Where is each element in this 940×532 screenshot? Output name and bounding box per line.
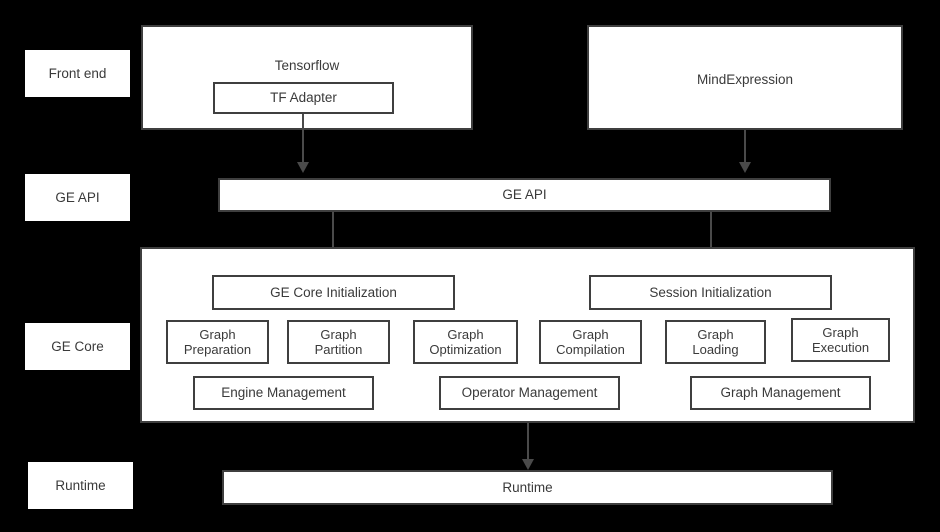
engine-management-box[interactable]: Engine Management xyxy=(193,376,374,410)
operator-management-box[interactable]: Operator Management xyxy=(439,376,620,410)
graph-optimization-box[interactable]: Graph Optimization xyxy=(413,320,518,364)
connector-ge-api-to-session-init-line xyxy=(710,212,712,264)
graph-loading-box[interactable]: Graph Loading xyxy=(665,320,766,364)
graph-compilation-box[interactable]: Graph Compilation xyxy=(539,320,642,364)
tf-adapter-box[interactable]: TF Adapter xyxy=(213,82,394,114)
lane-label-ge-core: GE Core xyxy=(25,323,130,370)
graph-management-box[interactable]: Graph Management xyxy=(690,376,871,410)
lane-label-runtime: Runtime xyxy=(28,462,133,509)
mindexpression-group-title: MindExpression xyxy=(696,72,794,87)
runtime-bar[interactable]: Runtime xyxy=(222,470,833,505)
tensorflow-group[interactable]: Tensorflow xyxy=(141,25,473,130)
tensorflow-group-title: Tensorflow xyxy=(274,58,340,73)
mindexpression-group[interactable]: MindExpression xyxy=(587,25,903,130)
connector-tf-adapter-to-ge-api-arrow xyxy=(297,162,309,173)
ge-core-initialization-box[interactable]: GE Core Initialization xyxy=(212,275,455,310)
session-initialization-box[interactable]: Session Initialization xyxy=(589,275,832,310)
graph-partition-box[interactable]: Graph Partition xyxy=(287,320,390,364)
connector-ge-core-to-runtime-arrow xyxy=(522,459,534,470)
lane-label-ge-api: GE API xyxy=(25,174,130,221)
lane-label-front-end: Front end xyxy=(25,50,130,97)
graph-preparation-box[interactable]: Graph Preparation xyxy=(166,320,269,364)
connector-mindexpression-to-ge-api-arrow xyxy=(739,162,751,173)
connector-ge-core-to-runtime-line xyxy=(527,423,529,463)
connector-mindexpression-to-ge-api-line xyxy=(744,130,746,166)
connector-tf-adapter-to-ge-api-line xyxy=(302,114,304,166)
graph-execution-box[interactable]: Graph Execution xyxy=(791,318,890,362)
connector-ge-api-to-ge-core-init-line xyxy=(332,212,334,264)
ge-api-bar[interactable]: GE API xyxy=(218,178,831,212)
